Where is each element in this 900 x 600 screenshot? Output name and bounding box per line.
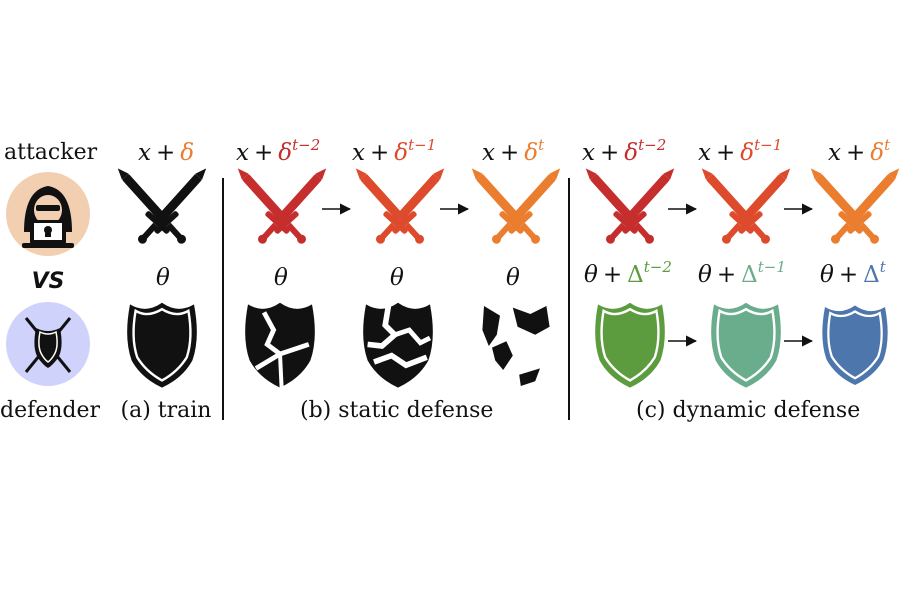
- crossed-swords-icon: [466, 168, 566, 258]
- attack-label-train: x+δ: [138, 140, 195, 166]
- attack-label-static-t: x+δt: [482, 136, 545, 167]
- arrow-right-icon: [784, 203, 814, 215]
- vs-text: VS: [32, 269, 65, 294]
- arrow-right-icon: [668, 335, 698, 347]
- crossed-swords-icon: [232, 168, 332, 258]
- broken-shield-icon: [482, 306, 550, 386]
- theta-label-static-3: θ: [506, 265, 520, 291]
- vs-badge: VS: [28, 265, 68, 295]
- caption-static: (b) static defense: [300, 398, 494, 423]
- theta-label-static-1: θ: [274, 265, 288, 291]
- arrow-right-icon: [668, 203, 698, 215]
- divider-2: [568, 178, 570, 420]
- defender-avatar: [6, 302, 90, 386]
- crossed-swords-icon: [810, 168, 900, 258]
- crossed-swords-icon: [112, 168, 212, 258]
- defender-label: defender: [0, 398, 101, 423]
- attack-label-dynamic-t: x+δt: [828, 136, 891, 167]
- theta-label-train: θ: [156, 265, 170, 291]
- caption-dynamic: (c) dynamic defense: [636, 398, 861, 423]
- attack-label-dynamic-t-2: x+δt−2: [582, 136, 667, 167]
- shield-icon: [822, 305, 888, 385]
- crossed-swords-icon: [696, 168, 796, 258]
- attack-label-static-t-2: x+δt−2: [236, 136, 321, 167]
- attack-label-static-t-1: x+δt−1: [352, 136, 437, 167]
- divider-1: [222, 178, 224, 420]
- caption-train: (a) train: [120, 398, 212, 423]
- shield-swords-icon: [24, 317, 72, 373]
- arrow-right-icon: [322, 203, 352, 215]
- arrow-right-icon: [440, 203, 470, 215]
- crossed-swords-icon: [350, 168, 450, 258]
- shield-icon: [595, 302, 665, 388]
- attacker-label: attacker: [4, 140, 98, 165]
- defense-label-dynamic-t-2: θ+Δt−2: [584, 258, 672, 289]
- theta-label-static-2: θ: [390, 265, 404, 291]
- defense-label-dynamic-t-1: θ+Δt−1: [698, 258, 786, 289]
- defense-label-dynamic-t: θ+Δt: [820, 258, 886, 289]
- shield-icon: [127, 302, 197, 388]
- attack-label-dynamic-t-1: x+δt−1: [698, 136, 783, 167]
- broken-shield-icon: [363, 302, 433, 388]
- hacker-icon: [22, 186, 74, 248]
- arrow-right-icon: [784, 335, 814, 347]
- attacker-avatar: [6, 172, 90, 256]
- crossed-swords-icon: [580, 168, 680, 258]
- broken-shield-icon: [245, 302, 315, 388]
- shield-icon: [711, 302, 781, 388]
